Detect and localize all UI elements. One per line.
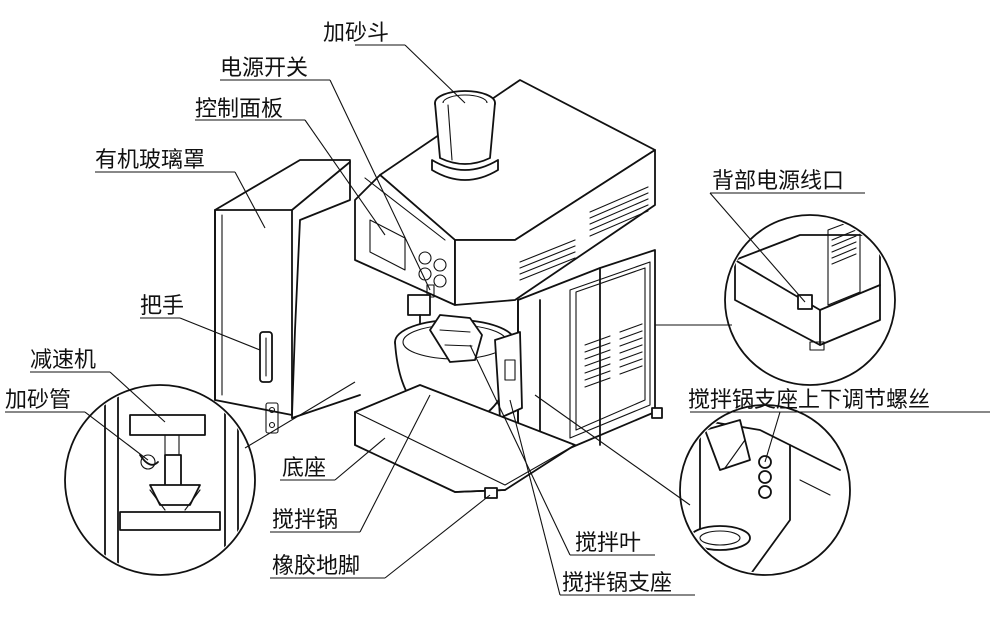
rubber-foot [484, 487, 498, 499]
labels: 加砂斗 电源开关 控制面板 有机玻璃罩 把手 减速机 加砂管 背部电源线口 搅拌… [5, 21, 930, 596]
rubber-foot [651, 407, 663, 419]
label-power-switch: 电源开关 [220, 56, 308, 81]
lower-vent-grille [584, 323, 643, 388]
bowl-support [494, 331, 523, 419]
detail-reducer [64, 384, 256, 576]
detail-adjust-screw [679, 404, 851, 576]
side-vent-grille [519, 239, 576, 281]
mixing-blade [429, 314, 483, 363]
label-rear-power-port: 背部电源线口 [712, 169, 844, 194]
screw-icon [758, 470, 772, 484]
label-acrylic-cover: 有机玻璃罩 [95, 148, 205, 173]
detail-rear-power [724, 214, 896, 386]
machine-body [214, 79, 663, 499]
label-bowl-support: 搅拌锅支座 [562, 571, 672, 596]
label-mixing-blade: 搅拌叶 [575, 531, 641, 556]
base-plate [354, 384, 663, 499]
label-bowl-support-adjust-screw: 搅拌锅支座上下调节螺丝 [688, 388, 930, 413]
label-rubber-feet: 橡胶地脚 [272, 554, 360, 579]
detail-connectors [244, 324, 732, 506]
label-reducer: 减速机 [30, 348, 96, 373]
label-sand-hopper: 加砂斗 [323, 21, 389, 46]
head-housing [354, 79, 656, 306]
top-vent-grille [589, 186, 649, 237]
screw-icon [758, 485, 772, 499]
label-handle: 把手 [140, 294, 184, 319]
knob-icon [433, 258, 447, 272]
knob-icon [418, 251, 432, 265]
knob-icon [433, 274, 447, 288]
label-mixing-bowl: 搅拌锅 [272, 508, 338, 533]
label-control-panel: 控制面板 [195, 97, 283, 122]
display-screen [369, 219, 406, 271]
handle [259, 331, 273, 383]
label-base: 底座 [282, 456, 326, 481]
leader-lines [5, 44, 990, 596]
acrylic-cover [214, 159, 361, 434]
label-sand-tube: 加砂管 [5, 388, 71, 413]
